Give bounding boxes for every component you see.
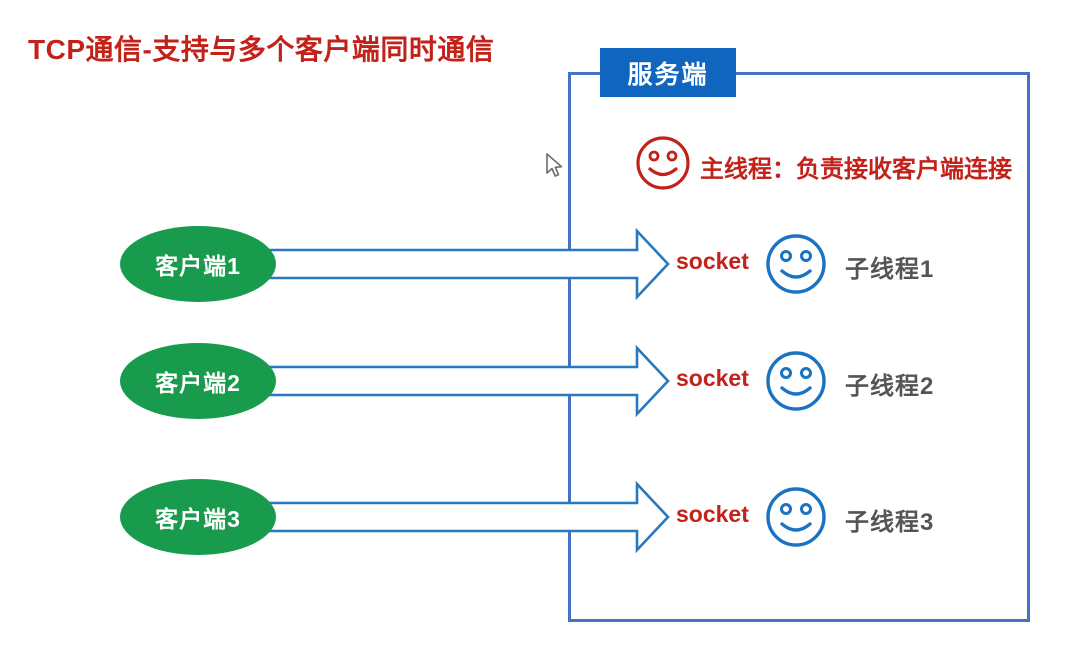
server-boundary-box — [568, 72, 1030, 622]
client-to-server-arrow-icon — [250, 228, 670, 300]
connection-row: 客户端3 socket 子线程3 — [0, 462, 1075, 572]
client-node: 客户端3 — [120, 479, 276, 555]
server-label: 服务端 — [600, 48, 736, 97]
worker-thread-label: 子线程2 — [845, 373, 935, 400]
worker-thread-label: 子线程3 — [845, 509, 935, 536]
client-to-server-arrow-icon — [250, 481, 670, 553]
socket-label: socket — [676, 501, 749, 527]
client-node: 客户端2 — [120, 343, 276, 419]
client-node: 客户端1 — [120, 226, 276, 302]
main-thread-smiley-icon — [636, 136, 690, 190]
main-thread-description: 主线程：负责接收客户端连接 — [700, 156, 1012, 183]
connection-row: 客户端2 socket 子线程2 — [0, 326, 1075, 436]
mouse-cursor-icon — [546, 153, 563, 177]
worker-thread-smiley-icon — [766, 351, 826, 411]
worker-thread-smiley-icon — [766, 234, 826, 294]
worker-thread-smiley-icon — [766, 487, 826, 547]
client-to-server-arrow-icon — [250, 345, 670, 417]
connection-row: 客户端1 socket 子线程1 — [0, 209, 1075, 319]
worker-thread-label: 子线程1 — [845, 256, 935, 283]
socket-label: socket — [676, 248, 749, 274]
socket-label: socket — [676, 365, 749, 391]
diagram-title: TCP通信-支持与多个客户端同时通信 — [28, 34, 495, 65]
